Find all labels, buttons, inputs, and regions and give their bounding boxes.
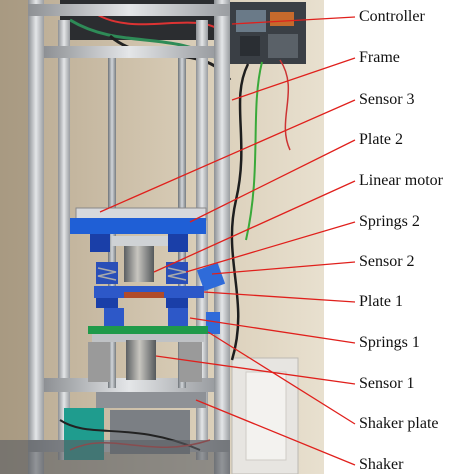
plate-2 [70, 207, 207, 252]
label-springs-2: Springs 2 [359, 213, 420, 230]
label-shaker: Shaker [359, 456, 404, 473]
leader-lines [99, 16, 356, 466]
label-plate-1: Plate 1 [359, 293, 403, 310]
label-sensor-1: Sensor 1 [359, 375, 415, 392]
label-plate-2: Plate 2 [359, 131, 403, 148]
label-frame: Frame [359, 49, 400, 66]
label-sensor-3: Sensor 3 [359, 91, 415, 108]
label-controller: Controller [359, 8, 425, 25]
sensor-2 [196, 262, 226, 292]
sensor-1 [126, 340, 156, 380]
linear-motor [124, 246, 154, 282]
shaker-plate [88, 326, 208, 342]
label-shaker-plate: Shaker plate [359, 415, 439, 432]
label-linear-motor: Linear motor [359, 172, 443, 189]
label-springs-1: Springs 1 [359, 334, 420, 351]
plate-1 [94, 286, 204, 308]
label-sensor-2: Sensor 2 [359, 253, 415, 270]
springs-1 [104, 308, 220, 334]
springs-2 [96, 262, 188, 284]
